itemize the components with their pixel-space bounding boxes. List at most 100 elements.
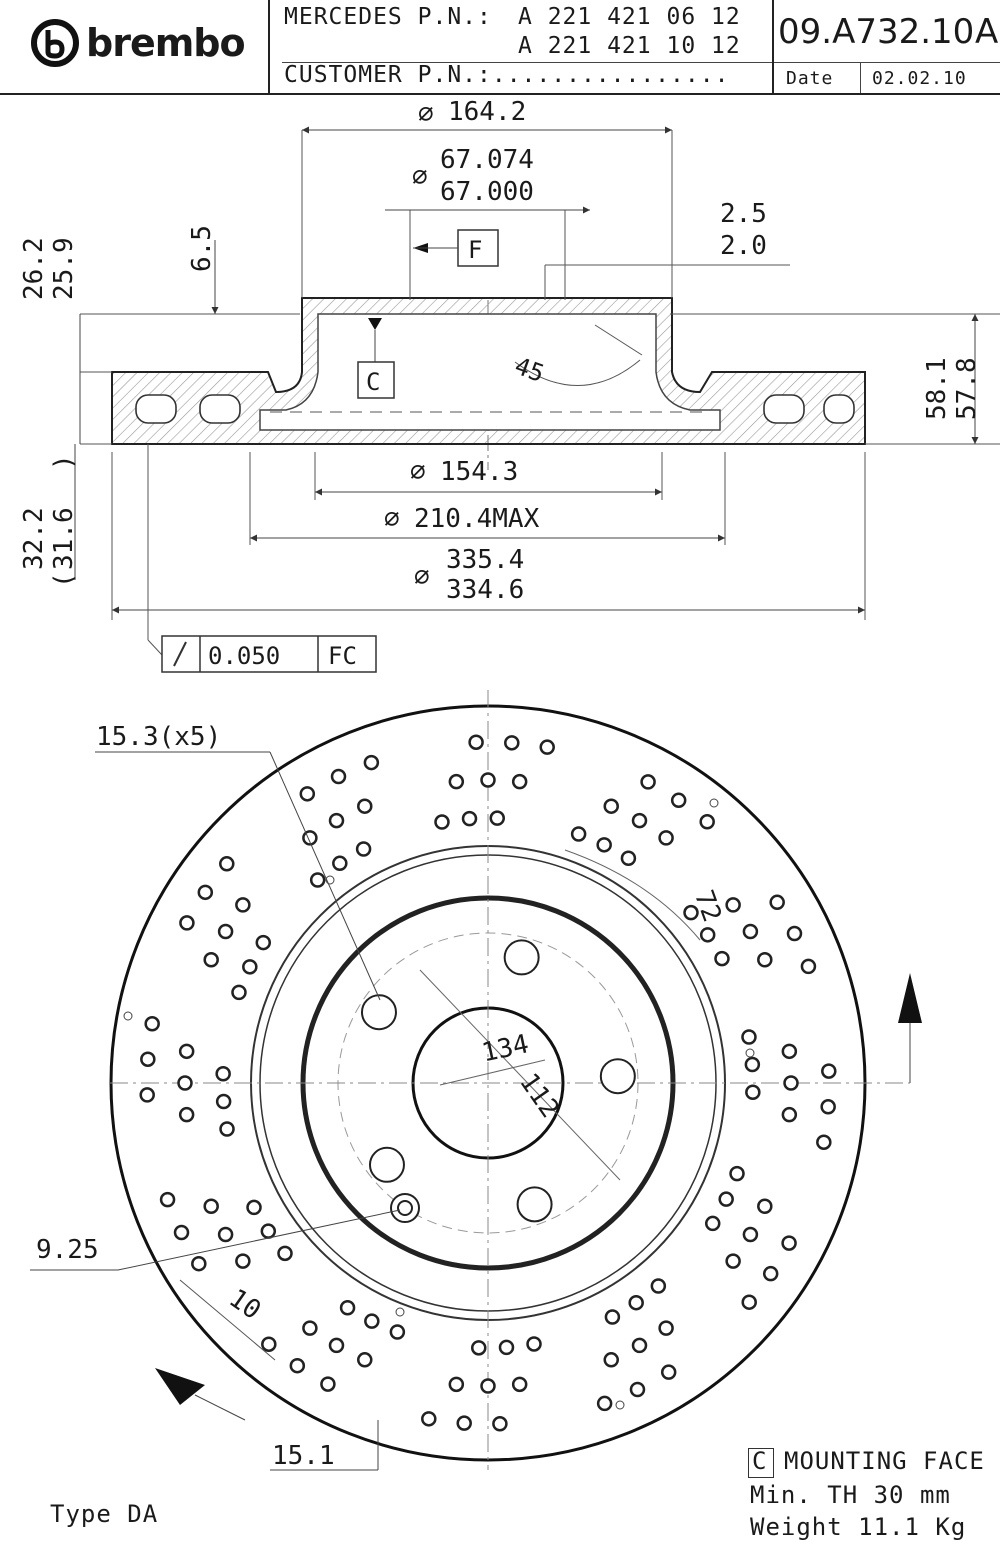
drill-hole bbox=[604, 1309, 621, 1325]
drill-hole bbox=[421, 1411, 437, 1427]
dim-151: 15.1 bbox=[272, 1441, 335, 1471]
section-view: F C ⌀ 164.2 ⌀ 67.074 67.000 2.5 2.0 45 ⌀… bbox=[19, 97, 1000, 673]
runout-symbol-icon bbox=[173, 641, 187, 667]
drill-hole bbox=[631, 1337, 648, 1354]
dim-bolt-holes: 15.3(x5) bbox=[96, 722, 221, 752]
drill-hole bbox=[203, 952, 219, 968]
datum-f: F bbox=[468, 236, 482, 264]
drill-hole bbox=[178, 1106, 195, 1123]
divider bbox=[860, 62, 861, 93]
drill-hole bbox=[364, 1313, 380, 1329]
divider bbox=[772, 0, 774, 93]
drill-hole bbox=[231, 984, 247, 1001]
drill-hole bbox=[489, 810, 505, 826]
bolt-holes bbox=[360, 939, 636, 1223]
drill-hole bbox=[328, 1337, 345, 1354]
paren-open: ( bbox=[49, 572, 79, 588]
marker-dot bbox=[325, 875, 335, 885]
tolerance-frame bbox=[161, 635, 377, 673]
drill-hole bbox=[658, 1320, 674, 1336]
drill-hole bbox=[629, 1381, 646, 1398]
drill-hole bbox=[448, 1376, 465, 1393]
drill-hole bbox=[498, 1339, 515, 1356]
drill-hole bbox=[504, 735, 520, 751]
drill-hole bbox=[140, 1051, 156, 1067]
drill-hole bbox=[215, 1066, 231, 1082]
drill-hole bbox=[640, 774, 656, 790]
tolerance-ref: FC bbox=[328, 642, 357, 670]
dim-outer-min: 334.6 bbox=[446, 575, 524, 605]
drill-hole bbox=[357, 1352, 373, 1368]
vent-slot bbox=[199, 394, 241, 424]
drill-hole bbox=[309, 872, 326, 888]
drill-hole bbox=[745, 1084, 761, 1100]
dim-outer-max: 335.4 bbox=[446, 545, 524, 575]
bolt-hole bbox=[368, 1146, 405, 1183]
dim-hat-max: 26.2 bbox=[19, 237, 49, 300]
dia-symbol: ⌀ bbox=[384, 504, 400, 534]
drill-hole bbox=[159, 1191, 176, 1208]
drill-hole bbox=[539, 739, 555, 755]
drill-hole bbox=[246, 1199, 262, 1216]
drill-hole bbox=[783, 1075, 799, 1091]
drill-hole bbox=[215, 1093, 232, 1110]
marker-dot bbox=[615, 1400, 625, 1410]
drill-hole bbox=[178, 1043, 195, 1060]
drill-hole bbox=[741, 1294, 757, 1310]
drill-hole bbox=[217, 1226, 234, 1243]
revision: A bbox=[975, 12, 999, 52]
drill-hole bbox=[741, 1029, 757, 1045]
title-block: brembo MERCEDES P.N.: A 221 421 06 12 A … bbox=[0, 0, 1000, 95]
drill-hole bbox=[302, 1320, 318, 1336]
vent-slot bbox=[763, 394, 805, 424]
bolt-hole bbox=[516, 1186, 553, 1223]
drill-hole bbox=[729, 1165, 745, 1182]
drill-hole bbox=[631, 812, 648, 829]
drill-hole bbox=[434, 814, 450, 830]
drill-hole bbox=[480, 772, 496, 788]
set-screw-hole bbox=[390, 1193, 420, 1223]
marker-dot bbox=[123, 1011, 133, 1021]
disc-plan bbox=[109, 690, 910, 1470]
date-value: 02.02.10 bbox=[872, 68, 967, 89]
drill-hole bbox=[725, 1253, 741, 1269]
dim-disc-min: 31.6 bbox=[49, 507, 79, 570]
mounting-ref-box: C bbox=[748, 1447, 774, 1478]
view-arrow-icon bbox=[155, 1368, 205, 1405]
drill-hole bbox=[570, 826, 587, 842]
drill-hole bbox=[628, 1294, 644, 1311]
dia-symbol: ⌀ bbox=[414, 562, 430, 592]
dim-bore-min: 67.000 bbox=[440, 177, 534, 207]
min-thickness: Min. TH 30 mm bbox=[750, 1481, 951, 1509]
divider bbox=[268, 0, 270, 93]
customer-label: CUSTOMER P.N.:................ bbox=[284, 62, 730, 88]
disc-section-profile bbox=[111, 297, 866, 445]
drill-hole bbox=[179, 915, 195, 931]
drill-hole bbox=[330, 768, 347, 785]
dim-210: 210.4MAX bbox=[414, 504, 540, 534]
divider bbox=[282, 62, 772, 63]
drill-hole bbox=[139, 1087, 155, 1103]
drill-hole bbox=[456, 1415, 472, 1431]
part-number-2: A 221 421 10 12 bbox=[518, 33, 741, 59]
drill-hole bbox=[526, 1336, 542, 1352]
drill-hole bbox=[235, 897, 251, 913]
drill-hole bbox=[277, 1245, 293, 1262]
drill-hole bbox=[299, 786, 316, 802]
drill-hole bbox=[471, 1340, 487, 1356]
drill-hole bbox=[389, 1324, 406, 1340]
drill-hole bbox=[762, 1265, 779, 1282]
mounting-ref: C bbox=[752, 1447, 768, 1475]
drill-hole bbox=[699, 814, 715, 830]
drill-hole bbox=[603, 798, 619, 814]
drill-hole bbox=[328, 812, 345, 829]
drill-hole bbox=[173, 1224, 190, 1241]
drill-hole bbox=[255, 934, 272, 951]
drill-holes bbox=[139, 734, 837, 1432]
drill-hole bbox=[800, 958, 817, 975]
drill-hole bbox=[320, 1376, 336, 1392]
drill-hole bbox=[704, 1215, 721, 1232]
drill-hole bbox=[769, 894, 785, 911]
drill-hole bbox=[492, 1416, 508, 1432]
dim-hat-diameter: 164.2 bbox=[448, 97, 526, 127]
